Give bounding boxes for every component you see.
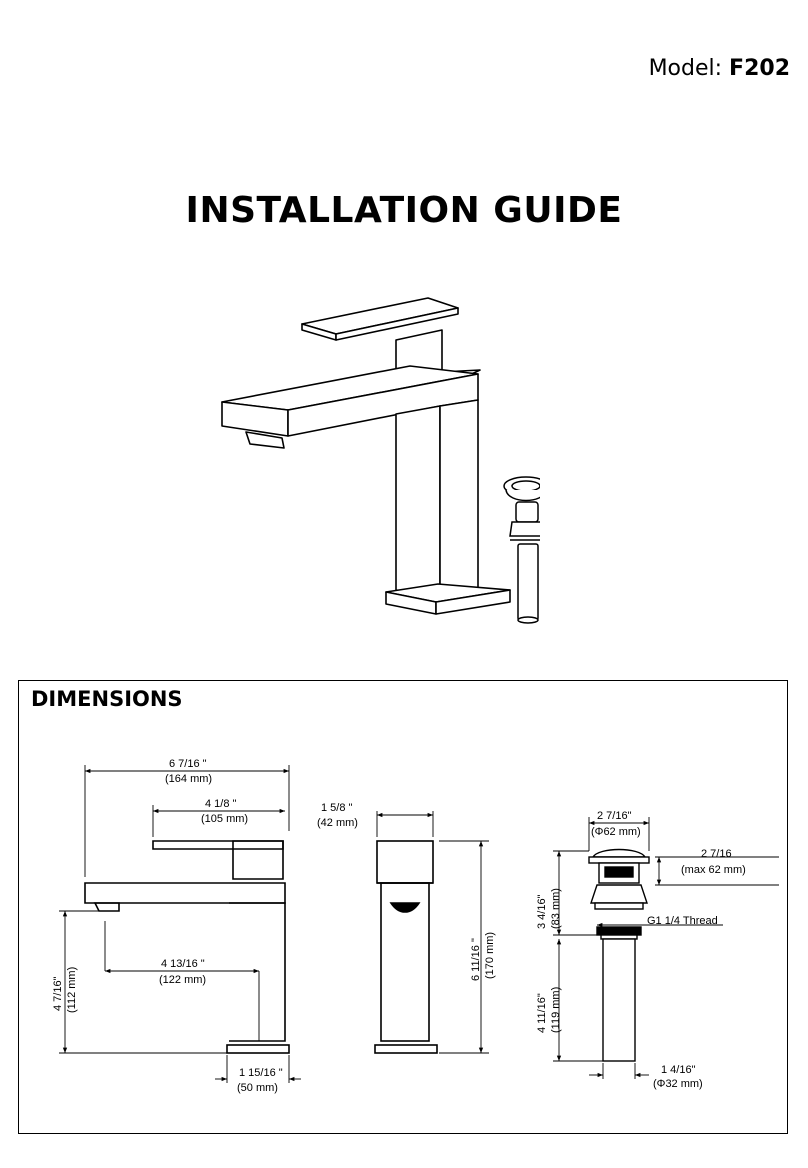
dimension-drawings: 6 7/16 " (164 mm) 4 1/8 " (105 mm) 4 13/… [52,758,779,1094]
drain-upper-height-in: 3 4/16" [536,894,548,929]
dimensions-title: DIMENSIONS [31,687,183,711]
faucet-body [395,405,441,597]
side-dim-lines [59,765,301,1083]
side-total-length-in: 6 7/16 " [169,758,207,770]
side-total-length-mm: (164 mm) [165,773,212,785]
side-spout-reach-in: 4 13/16 " [161,958,205,970]
front-width-mm: (42 mm) [317,817,358,829]
front-height-in: 6 11/16 " [470,938,482,981]
model-number: F202 [729,56,790,81]
drain-cap-dia-mm: (Φ62 mm) [591,826,641,838]
side-base-width-mm: (50 mm) [237,1082,278,1094]
drain-pipe-dia-mm: (Φ32 mm) [653,1078,703,1090]
drain-thread: G1 1/4 Thread [647,915,718,927]
page-title: INSTALLATION GUIDE [185,190,623,231]
drain-max-thick-mm: (max 62 mm) [681,864,746,876]
side-view [84,840,290,1054]
model-label: Model: F202 [649,56,790,81]
side-spout-height-mm: (112 mm) [66,967,78,1013]
front-height-mm: (170 mm) [484,932,496,979]
drain-max-thick-in: 2 7/16 [701,848,732,860]
drain-lower-height-in: 4 11/16" [536,993,548,1033]
drain-view [588,848,650,1062]
side-base-width-in: 1 15/16 " [239,1067,283,1079]
dimensions-panel: DIMENSIONS [18,680,788,1134]
front-dim-lines [376,811,489,1054]
pop-up-drain [503,476,540,624]
drain-pipe-dia-in: 1 4/16" [661,1064,696,1076]
drain-upper-height-mm: (83 mm) [550,888,562,929]
model-prefix: Model: [648,56,723,81]
front-width-in: 1 5/8 " [321,802,353,814]
side-spout-height-in: 4 7/16" [52,976,64,1011]
side-handle-length-mm: (105 mm) [201,813,248,825]
front-view [374,840,438,1054]
drain-dim-lines [553,817,779,1079]
drain-cap-dia-in: 2 7/16" [597,810,632,822]
faucet-illustration [221,297,540,624]
drain-lower-height-mm: (119 mm) [550,987,562,1033]
side-handle-length-in: 4 1/8 " [205,798,237,810]
side-spout-reach-mm: (122 mm) [159,974,206,986]
